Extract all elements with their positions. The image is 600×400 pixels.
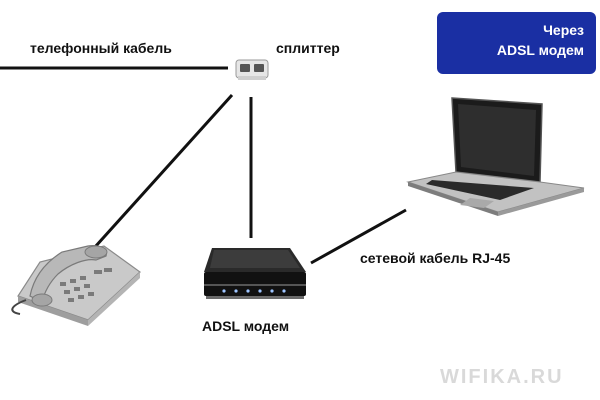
laptop-icon xyxy=(406,97,585,216)
splitter-to-phone-cable xyxy=(93,93,234,249)
splitter-icon xyxy=(235,59,269,80)
adsl-modem-icon xyxy=(204,248,306,299)
connection-type-badge: Через ADSL модем xyxy=(437,12,596,74)
lan-cable-label: сетевой кабель RJ-45 xyxy=(360,250,511,266)
modem-label: ADSL модем xyxy=(202,318,290,334)
modem-to-laptop-cable xyxy=(310,208,407,265)
telephone-icon xyxy=(11,245,141,326)
phone-cable-label: телефонный кабель xyxy=(30,40,172,56)
splitter-label: сплиттер xyxy=(276,40,340,56)
badge-line-2: ADSL модем xyxy=(496,42,584,58)
badge-line-1: Через xyxy=(543,22,584,38)
site-watermark: WIFIKA.RU xyxy=(440,366,564,388)
